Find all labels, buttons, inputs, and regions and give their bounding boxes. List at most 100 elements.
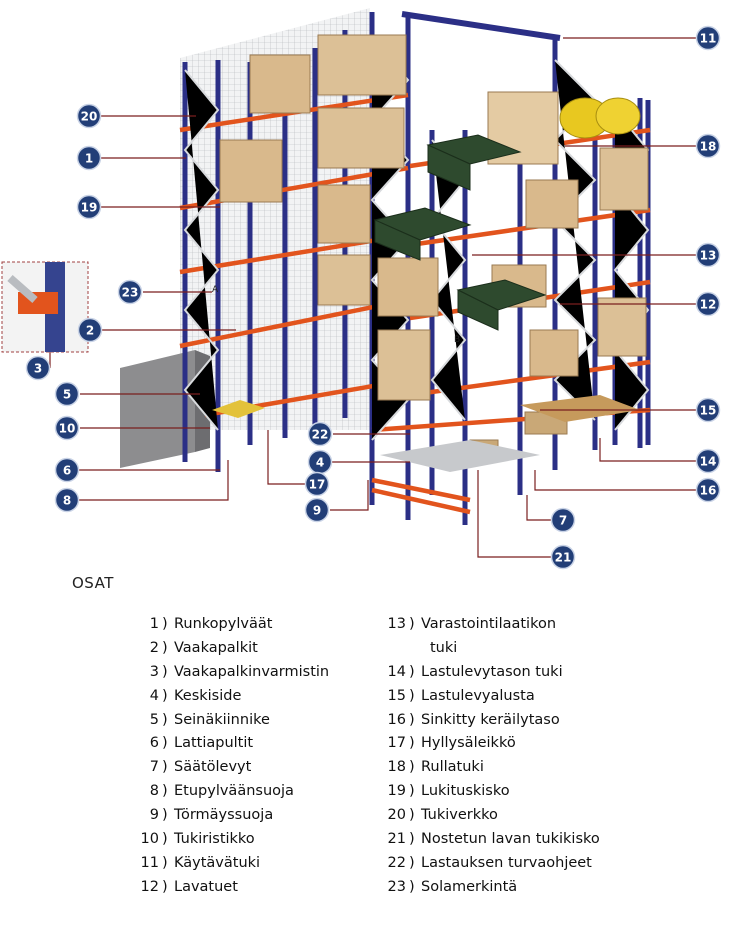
rack-diagram: A B 112018119132312235151022146417168972… [1,8,721,570]
part-name: Lukituskisko [421,783,510,800]
callout-16: 16 [695,477,721,503]
part-item: 13)Varastointilaatikon [384,612,600,636]
part-number: 19 [387,783,406,800]
part-item: 19) Lukituskisko [384,779,600,803]
part-number: 13 [387,615,406,632]
part-item: 8)Etupylväänsuoja [128,779,329,803]
part-number-paren: ) [162,615,168,632]
parts-heading: OSAT [72,574,114,592]
part-number-paren: ) [409,711,415,728]
part-number: 23 [387,878,406,895]
callout-21: 21 [550,544,576,570]
chipboard-deck [520,395,640,422]
callout-18: 18 [695,133,721,159]
part-name: Käytävätuki [174,854,261,871]
callout-number: 22 [312,427,329,441]
part-name: Tukiverkko [421,807,498,824]
part-number-paren: ) [409,783,415,800]
callout-number: 15 [700,403,717,417]
callout-circle [304,497,330,523]
part-item: 4)Keskiside [128,684,329,708]
callout-number: 12 [700,297,717,311]
part-number-paren: ) [409,615,415,632]
callout-5: 5 [54,381,80,407]
callout-number: 7 [559,513,567,527]
part-number: 8 [149,783,159,800]
part-item: 15)Lastulevyalusta [384,684,600,708]
part-item: 5)Seinäkiinnike [128,708,329,732]
cardboard-boxes [219,34,649,461]
part-number: 6 [149,735,159,752]
part-number-paren: ) [162,663,168,680]
callout-number: 4 [316,455,324,469]
part-item: 20)Tukiverkko [384,803,600,827]
green-storage-crates [373,134,547,331]
part-name: Etupylväänsuoja [174,783,294,800]
callout-10: 10 [54,415,80,441]
part-number: 14 [387,663,406,680]
wall-block [120,350,195,468]
part-name: Runkopylväät [174,615,273,632]
part-item: 11)Käytävätuki [128,851,329,875]
callout-20: 20 [76,103,102,129]
callout-number: 16 [700,483,717,497]
part-number: 21 [387,830,406,847]
part-name: Tukiristikko [174,830,255,847]
callout-circle [695,133,721,159]
callout-circle [695,291,721,317]
callout-13: 13 [695,242,721,268]
callout-6: 6 [54,457,80,483]
callout-circle [54,457,80,483]
callout-19: 19 [76,194,102,220]
callout-4: 4 [307,449,333,475]
part-name: Solamerkintä [421,878,518,895]
marker-a: A [212,285,219,295]
part-name-continuation: tuki [430,639,458,656]
callout-number: 2 [86,323,94,337]
callout-7: 7 [550,507,576,533]
callout-number: 19 [81,200,98,214]
callout-circle [304,471,330,497]
callout-number: 5 [63,387,71,401]
part-number-paren: ) [409,759,415,776]
callout-2: 2 [77,317,103,343]
part-number: 4 [149,687,159,704]
callout-circle [76,103,102,129]
callout-3: 3 [25,355,51,381]
part-name: Sinkitty keräilytaso [421,711,560,728]
callout-9: 9 [304,497,330,523]
callout-number: 21 [555,550,572,564]
part-number: 22 [387,854,406,871]
callout-circle [25,355,51,381]
callout-circle [695,477,721,503]
callout-number: 17 [309,477,326,491]
part-number-paren: ) [409,807,415,824]
callout-15: 15 [695,397,721,423]
part-number-paren: ) [162,759,168,776]
part-number: 18 [387,759,406,776]
part-number-paren: ) [162,830,168,847]
part-number-paren: ) [409,878,415,895]
part-number: 17 [387,735,406,752]
part-item: 6)Lattiapultit [128,731,329,755]
part-name: Rullatuki [421,759,484,776]
callout-circle [695,242,721,268]
part-number-paren: ) [162,735,168,752]
part-name: Vaakapalkit [174,639,258,656]
callout-circle [695,25,721,51]
part-item: 17)Hyllysäleikkö [384,731,600,755]
callout-number: 10 [59,421,76,435]
part-number: 2 [149,639,159,656]
part-item: 12)Lavatuet [128,875,329,899]
callout-circle [54,381,80,407]
part-number-paren: ) [409,687,415,704]
part-name: Seinäkiinnike [174,711,270,728]
part-item: 7)Säätölevyt [128,755,329,779]
part-item: 21)Nostetun lavan tukikisko [384,827,600,851]
part-number-paren: ) [162,878,168,895]
callout-1: 1 [76,145,102,171]
part-item: 1)Runkopylväät [128,612,329,636]
part-number: 3 [149,663,159,680]
part-number-paren: ) [162,687,168,704]
